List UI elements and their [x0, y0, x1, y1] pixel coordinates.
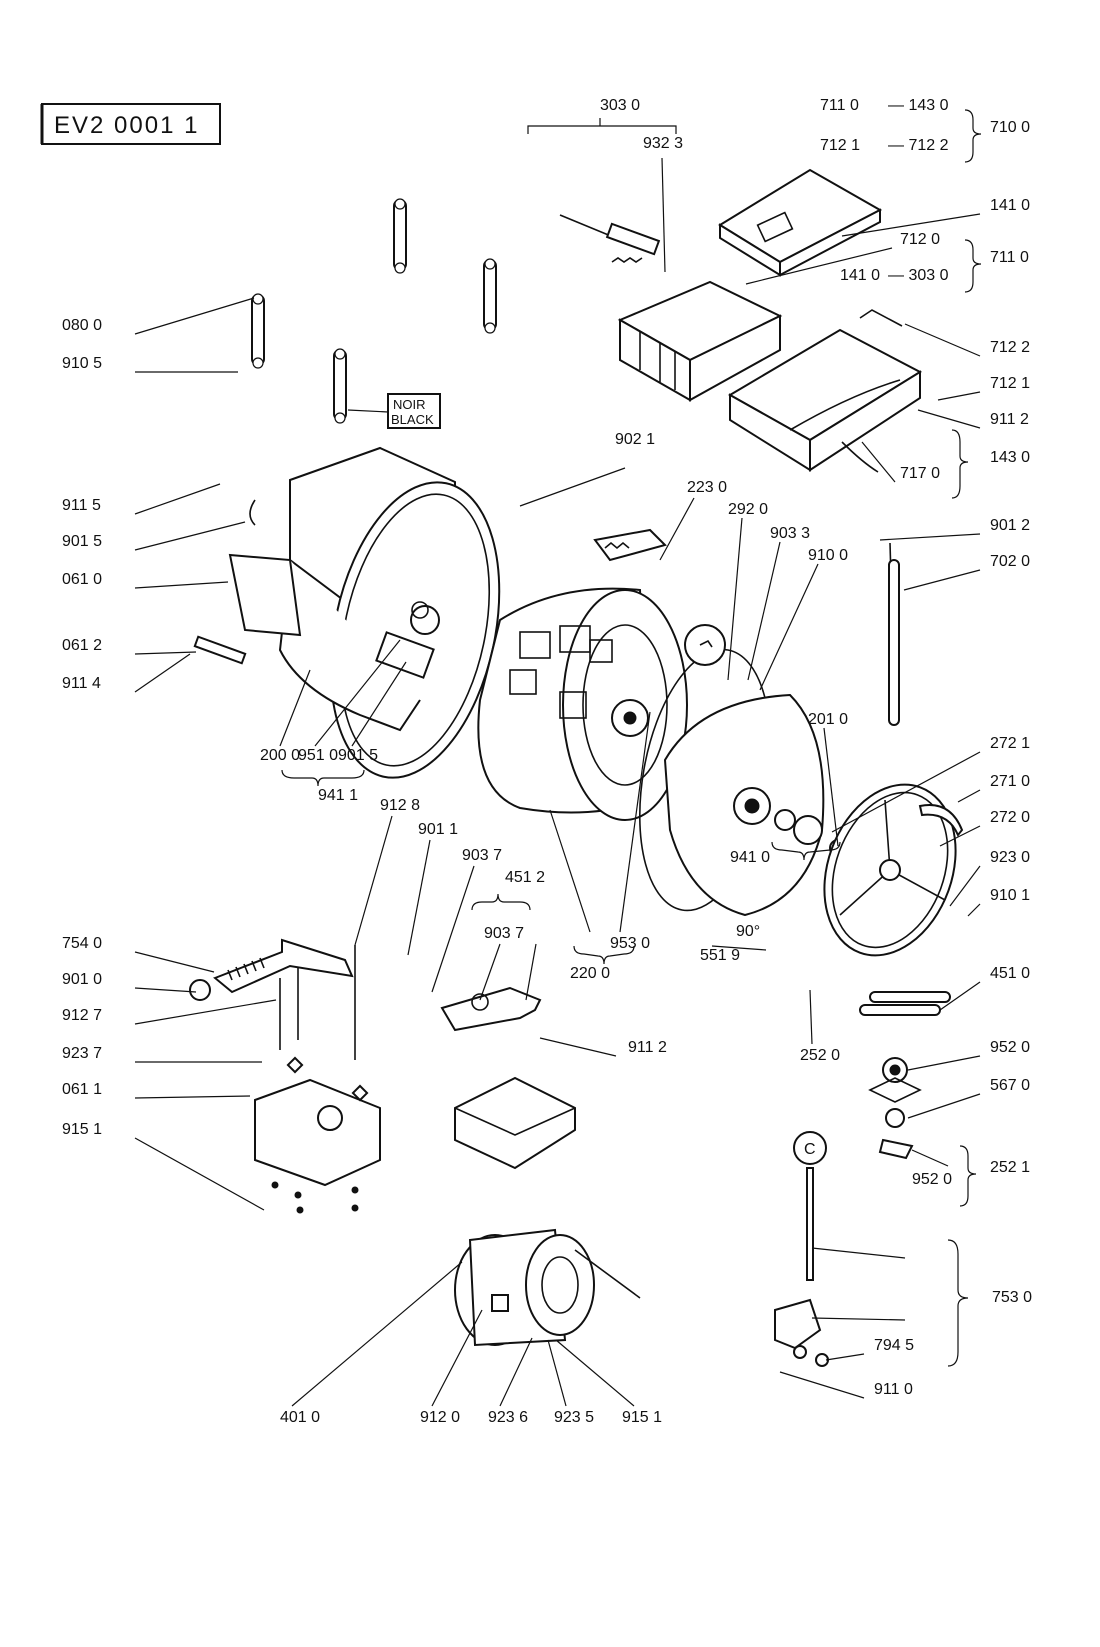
- part-number-label: 923 5: [554, 1409, 594, 1426]
- part-number-label: 292 0: [728, 501, 768, 518]
- part-number-label: 952 0: [912, 1171, 952, 1188]
- leader-lines: [134, 157, 981, 1407]
- pump-hose-base: [189, 938, 576, 1214]
- part-number-label: 911 2: [628, 1039, 667, 1056]
- part-number-label: 712 2: [990, 339, 1030, 356]
- part-number-label: 912 7: [62, 1007, 102, 1024]
- part-number-label: 902 1: [615, 431, 655, 448]
- part-number-label: 753 0: [992, 1289, 1032, 1306]
- circle-c-label: C: [804, 1141, 816, 1158]
- detergent-drawer-assembly: [559, 168, 923, 473]
- part-number-label: 910 0: [808, 547, 848, 564]
- part-number-label: 901 5: [338, 747, 378, 764]
- part-number-labels: 303 0 932 3 711 0 — 143 0 712 1 — 712 2 710 0 1…: [62, 97, 1032, 1426]
- part-number-label: 901 0: [62, 971, 102, 988]
- part-number-label: 903 7: [484, 925, 524, 942]
- part-number-label: 912 0: [420, 1409, 460, 1426]
- part-number-label: 754 0: [62, 935, 102, 952]
- diagram-code: EV2 0001 1: [54, 112, 199, 139]
- heater-thermostats: C: [774, 1057, 922, 1367]
- part-number-label: 923 6: [488, 1409, 528, 1426]
- part-number-label: 911 0: [874, 1381, 913, 1398]
- part-number-label: 712 0: [900, 231, 940, 248]
- part-number-label: 712 1: [820, 137, 860, 154]
- part-number-label: 710 0: [990, 119, 1030, 136]
- part-number-label: 080 0: [62, 317, 102, 334]
- part-number-label: 953 0: [610, 935, 650, 952]
- part-number-label: 201 0: [808, 711, 848, 728]
- part-number-label: 711 0: [990, 249, 1029, 266]
- part-number-label: 551 9: [700, 947, 740, 964]
- part-number-label: 901 5: [62, 533, 102, 550]
- part-number-label: 451 0: [990, 965, 1030, 982]
- tub-front-half: [193, 446, 501, 779]
- part-number-label: 223 0: [687, 479, 727, 496]
- part-number-label: 932 3: [643, 135, 683, 152]
- part-number-label: 141 0: [990, 197, 1030, 214]
- black-label: BLACK: [391, 412, 434, 427]
- part-number-label: 303 0: [600, 97, 640, 114]
- part-number-label: 451 2: [505, 869, 545, 886]
- part-number-label: 702 0: [990, 553, 1030, 570]
- part-number-label: 911 5: [62, 497, 101, 514]
- part-number-label: — 303 0: [888, 267, 949, 284]
- part-number-label: 901 2: [990, 517, 1030, 534]
- part-number-label: 952 0: [990, 1039, 1030, 1056]
- part-number-label: 910 5: [62, 355, 102, 372]
- part-number-label: 252 1: [990, 1159, 1030, 1176]
- part-number-label: 272 0: [990, 809, 1030, 826]
- part-number-label: 061 2: [62, 637, 102, 654]
- part-number-label: 717 0: [900, 465, 940, 482]
- part-number-label: 911 4: [62, 675, 101, 692]
- part-number-label: 794 5: [874, 1337, 914, 1354]
- motor: [454, 1228, 641, 1347]
- part-number-label: 712 1: [990, 375, 1030, 392]
- part-number-label: 061 1: [62, 1081, 102, 1098]
- part-number-label: 567 0: [990, 1077, 1030, 1094]
- part-number-label: 915 1: [62, 1121, 102, 1138]
- part-number-label: — 143 0: [888, 97, 949, 114]
- part-number-label: 911 2: [990, 411, 1029, 428]
- part-number-label: 711 0: [820, 97, 859, 114]
- part-number-label: 271 0: [990, 773, 1030, 790]
- part-number-label: 951 0: [298, 747, 338, 764]
- part-number-label: 923 0: [990, 849, 1030, 866]
- part-number-label: 903 3: [770, 525, 810, 542]
- part-number-label: 143 0: [990, 449, 1030, 466]
- part-number-label: 901 1: [418, 821, 458, 838]
- part-number-label: 910 1: [990, 887, 1030, 904]
- pulley-belt: [823, 542, 964, 1016]
- part-number-label: 200 0: [260, 747, 300, 764]
- part-number-label: 252 0: [800, 1047, 840, 1064]
- part-number-label: 912 8: [380, 797, 420, 814]
- part-number-label: 903 7: [462, 847, 502, 864]
- part-number-label: 941 1: [318, 787, 358, 804]
- shock-absorbers: NOIR BLACK: [251, 198, 497, 429]
- part-number-label: 401 0: [280, 1409, 320, 1426]
- angle-label: 90°: [736, 923, 760, 940]
- drum: [477, 528, 688, 821]
- noir-label: NOIR: [393, 397, 426, 412]
- part-number-label: 220 0: [570, 965, 610, 982]
- part-number-label: 915 1: [622, 1409, 662, 1426]
- part-number-label: 141 0: [840, 267, 880, 284]
- part-number-label: 941 0: [730, 849, 770, 866]
- part-number-label: — 712 2: [888, 137, 949, 154]
- part-number-label: 272 1: [990, 735, 1030, 752]
- part-number-label: 061 0: [62, 571, 102, 588]
- group-braces: [281, 109, 982, 1367]
- tub-rear-half: [638, 624, 847, 917]
- part-number-label: 923 7: [62, 1045, 102, 1062]
